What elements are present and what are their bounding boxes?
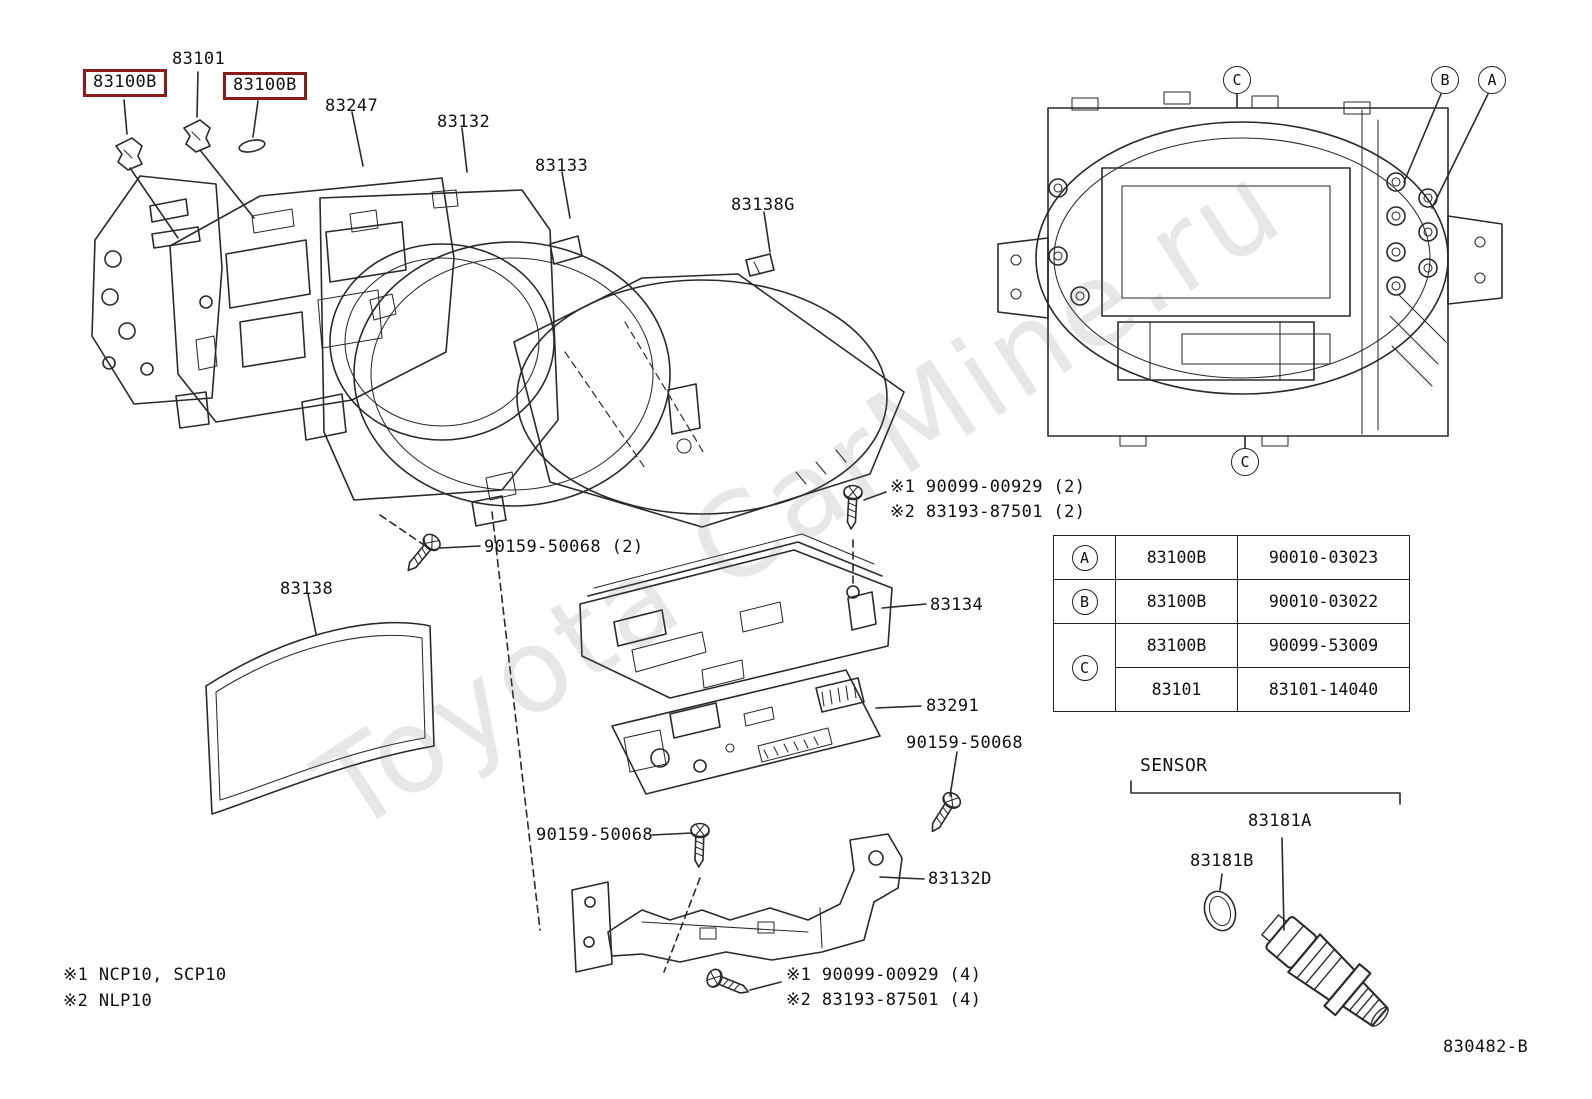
lower-bracket — [571, 833, 903, 973]
meter-plate — [579, 533, 893, 699]
cluster-housing — [169, 177, 455, 441]
sensor-group — [1203, 890, 1389, 1027]
table-row: A 83100B 90010-03023 — [1053, 535, 1410, 580]
note-2-top: ※2 83193-87501 (2) — [890, 502, 1086, 522]
screw-icon — [688, 822, 711, 869]
table-row: B 83100B 90010-03022 — [1053, 579, 1410, 624]
rear-view — [997, 91, 1503, 447]
table-row: C 83100B 90099-53009 — [1053, 623, 1410, 712]
drawing-number: 830482-B — [1443, 1037, 1529, 1057]
part-label-83100b-1: 83100B — [83, 69, 167, 97]
part-label-83181a: 83181A — [1248, 811, 1312, 831]
screw-icon — [841, 484, 864, 531]
note-2-bottom: ※2 83193-87501 (4) — [786, 990, 982, 1010]
table-catalog-number: 90099-53009 — [1237, 623, 1410, 668]
table-part-number: 83101 — [1115, 667, 1238, 712]
table-part-number: 83100B — [1115, 579, 1238, 624]
table-catalog-number: 90010-03022 — [1237, 579, 1410, 624]
part-label-90159-50068-x2: 90159-50068 (2) — [484, 537, 644, 557]
part-label-83138g: 83138G — [731, 195, 795, 215]
assembly-guide-lines — [379, 511, 854, 973]
table-row: 83101 83101-14040 — [1054, 667, 1410, 712]
curved-lens — [205, 621, 435, 815]
table-marker-a: A — [1071, 544, 1098, 571]
part-label-90159-50068-left: 90159-50068 — [536, 825, 653, 845]
lens-assembly — [513, 253, 905, 528]
part-label-83138: 83138 — [280, 579, 334, 599]
table-part-number: 83100B — [1115, 535, 1238, 580]
speed-sensor — [1261, 914, 1389, 1027]
screw-icon — [400, 530, 444, 577]
part-label-83132d: 83132D — [928, 869, 992, 889]
part-label-83291: 83291 — [926, 696, 980, 716]
part-label-83247: 83247 — [325, 96, 379, 116]
screw-icon — [923, 788, 964, 837]
part-label-83133: 83133 — [535, 156, 589, 176]
table-catalog-number: 83101-14040 — [1237, 667, 1410, 712]
note-1-bottom: ※1 90099-00929 (4) — [786, 965, 982, 985]
part-label-83101: 83101 — [172, 49, 226, 69]
table-marker-b: B — [1071, 588, 1098, 615]
part-label-83132: 83132 — [437, 112, 491, 132]
view-marker-c-top: C — [1223, 66, 1251, 94]
part-label-83181b: 83181B — [1190, 851, 1254, 871]
back-plate — [91, 175, 223, 429]
table-marker-c: C — [1071, 654, 1098, 681]
part-label-90159-50068-right: 90159-50068 — [906, 733, 1023, 753]
screw-icon — [703, 966, 753, 1002]
front-frame — [319, 189, 559, 501]
inner-frame — [353, 235, 671, 527]
parts-table: A 83100B 90010-03023 B 83100B 90010-0302… — [1053, 535, 1410, 712]
view-marker-c-bottom: C — [1231, 448, 1259, 476]
legend-line-2: ※2 NLP10 — [63, 991, 153, 1011]
circuit-board — [611, 669, 881, 795]
bulb-socket-clips — [115, 119, 266, 171]
sensor-heading: SENSOR — [1140, 755, 1208, 776]
legend-line-1: ※1 NCP10, SCP10 — [63, 965, 227, 985]
table-catalog-number: 90010-03023 — [1237, 535, 1410, 580]
part-label-83100b-2: 83100B — [223, 72, 307, 100]
view-marker-b: B — [1431, 66, 1459, 94]
view-marker-a: A — [1478, 66, 1506, 94]
leader-lines — [123, 71, 1489, 991]
table-part-number: 83100B — [1115, 623, 1238, 668]
note-1-top: ※1 90099-00929 (2) — [890, 477, 1086, 497]
part-label-83134: 83134 — [930, 595, 984, 615]
